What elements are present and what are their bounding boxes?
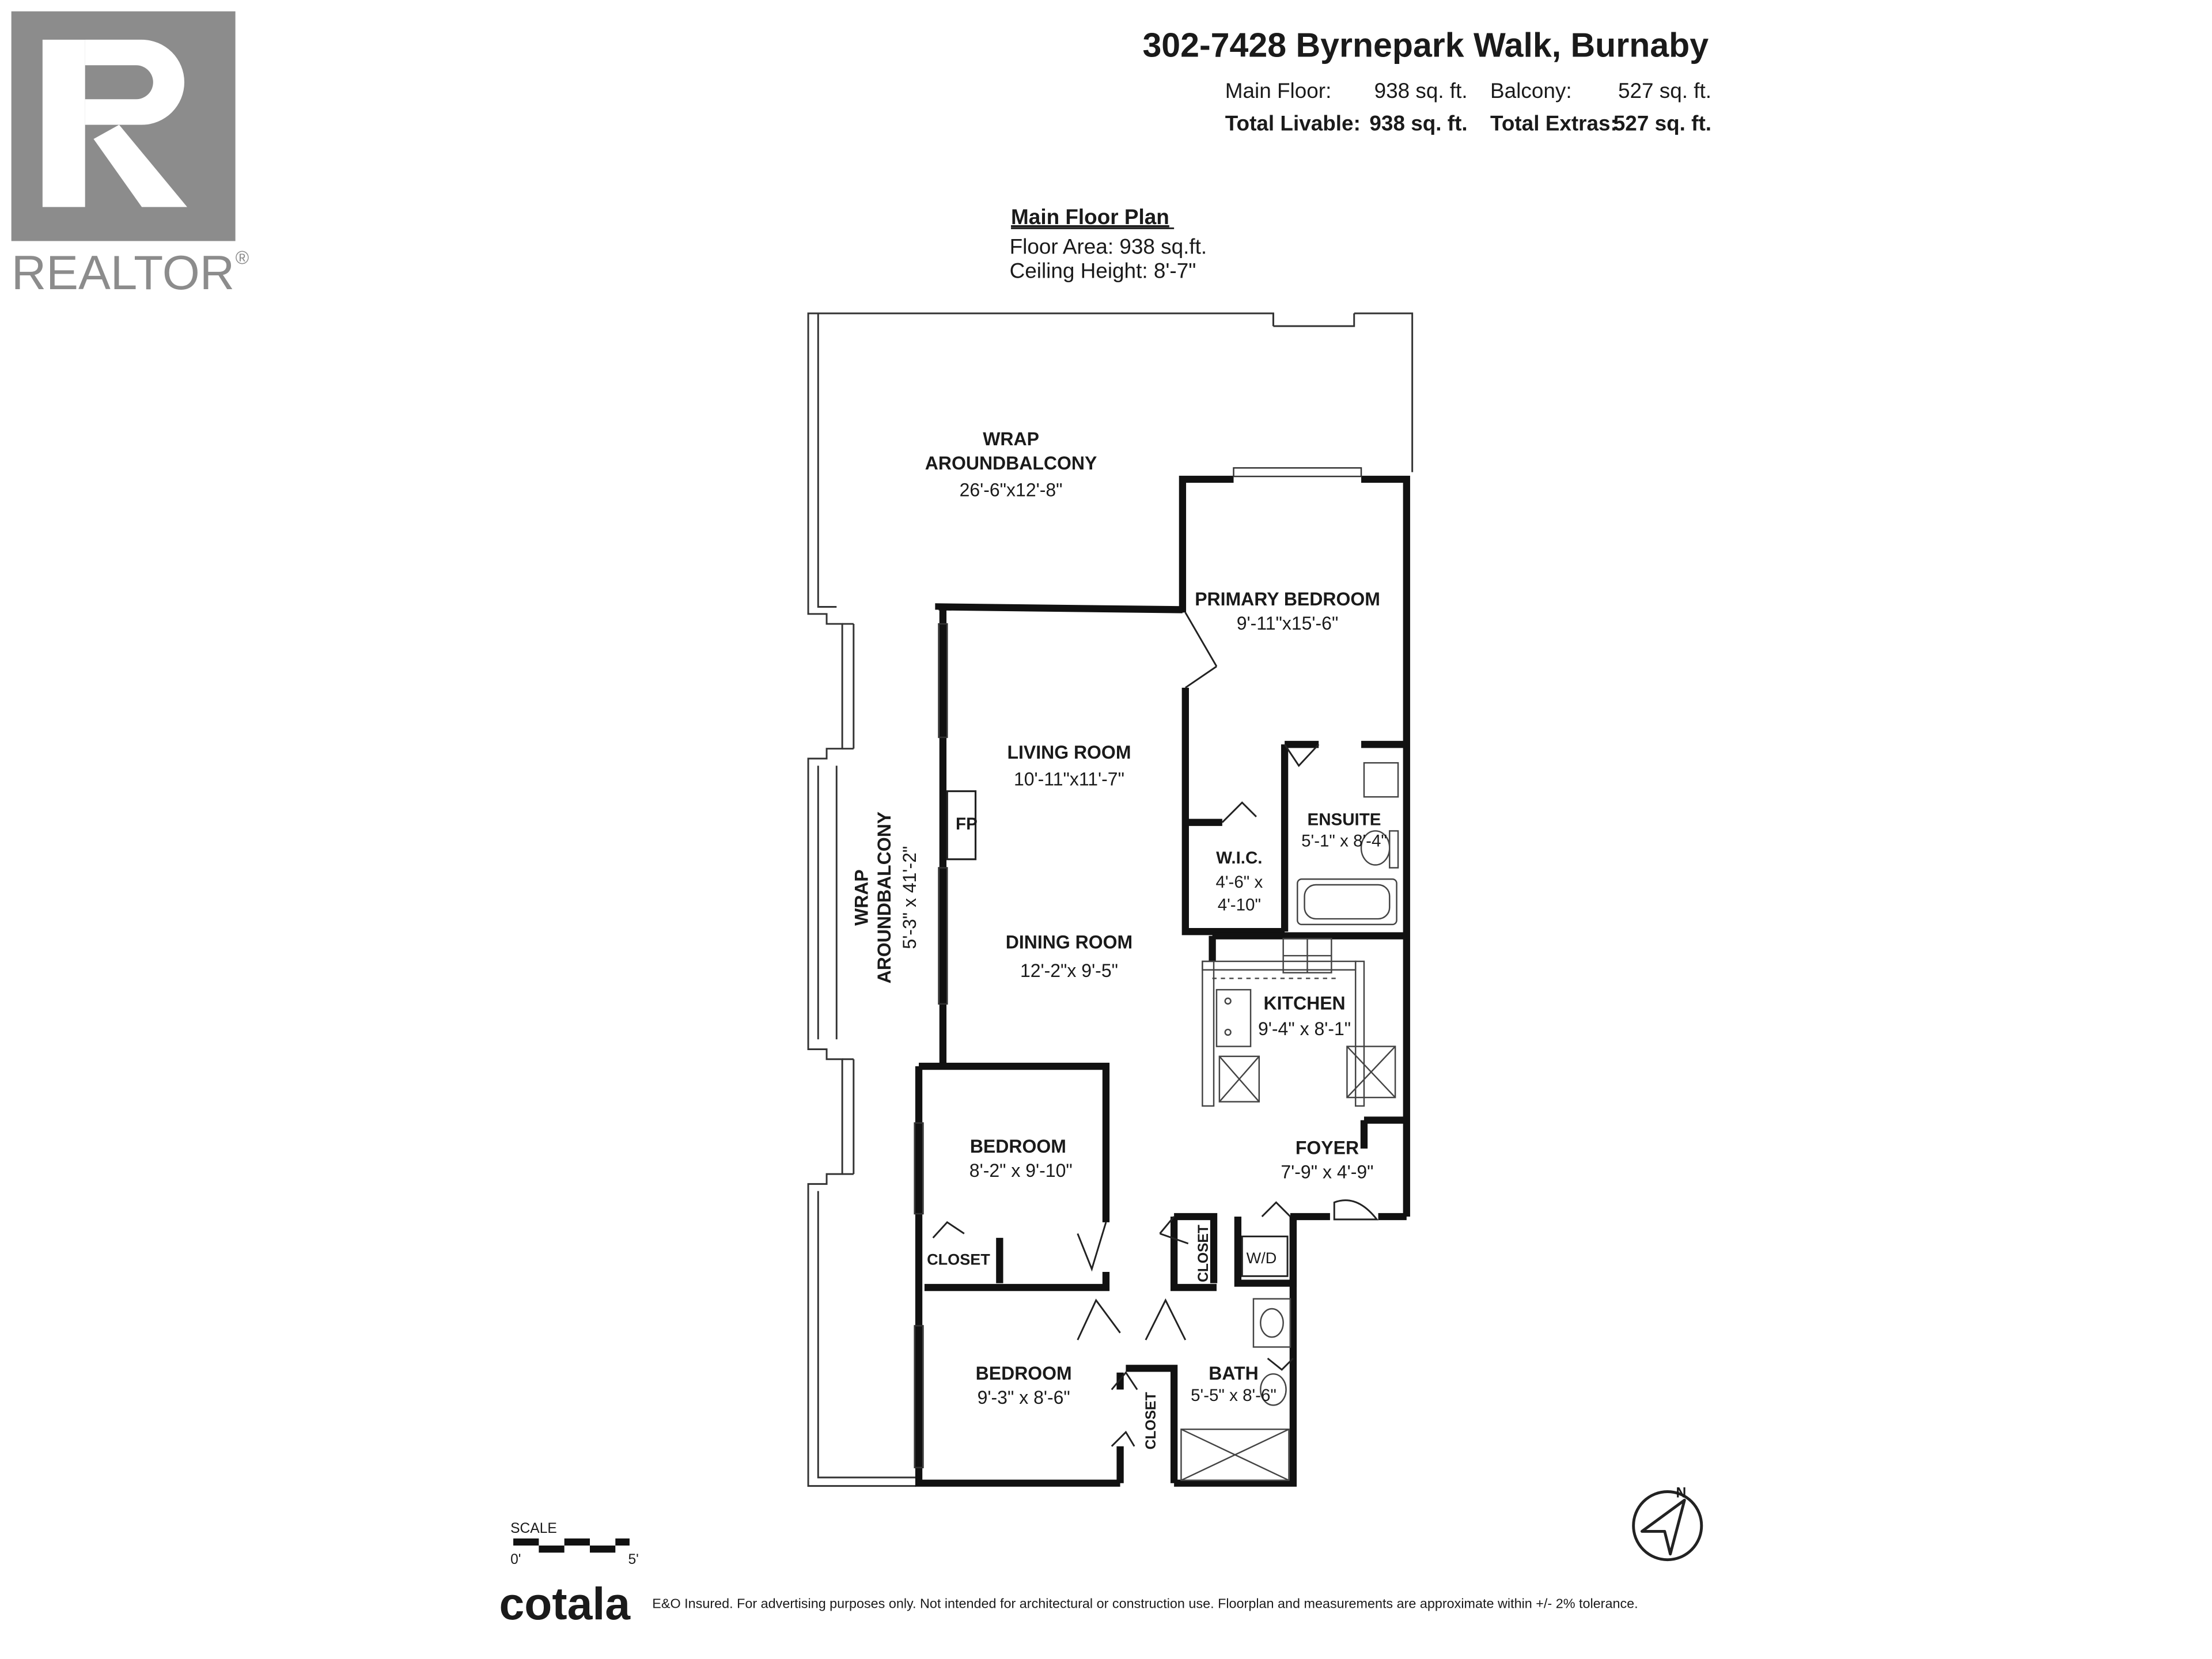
wic-dims-1: 4'-6" x [1215,873,1263,892]
dining-room-dims: 12'-2"x 9'-5" [1020,960,1118,981]
room-labels: WRAP AROUNDBALCONY 26'-6"x12'-8" WRAP AR… [851,429,1387,1449]
balcony-top-name-1: WRAP [983,429,1039,449]
fireplace-label: FP [956,815,978,834]
windows [914,467,1362,1468]
ceiling-height: Ceiling Height: 8'-7" [1010,259,1196,282]
balcony-value: 527 sq. ft. [1618,79,1711,103]
primary-bedroom-name: PRIMARY BEDROOM [1195,589,1380,609]
closet-3-name: CLOSET [1143,1392,1159,1450]
total-extras-label: Total Extras: [1490,111,1618,135]
compass: N [1632,1485,1703,1562]
kitchen-dims: 9'-4" x 8'-1" [1258,1018,1351,1039]
bedroom-2-name: BEDROOM [976,1363,1072,1384]
balcony-top-name-2: AROUNDBALCONY [925,453,1097,474]
realtor-reg-mark: ® [236,247,249,268]
balcony-side-name-2: AROUNDBALCONY [874,812,895,984]
foyer-dims: 7'-9" x 4'-9" [1281,1162,1373,1183]
kitchen-name: KITCHEN [1264,993,1346,1014]
floor-area: Floor Area: 938 sq.ft. [1010,235,1207,259]
scale-label: SCALE [510,1521,557,1536]
closet-1-name: CLOSET [927,1251,990,1268]
scale-min: 0' [510,1552,521,1567]
plan-title: Main Floor Plan [1011,205,1169,229]
footer: cotala E&O Insured. For advertising purp… [499,1578,1638,1629]
realtor-logo-text: REALTOR [12,245,235,300]
living-room-dims: 10'-11"x11'-7" [1014,769,1124,790]
disclaimer: E&O Insured. For advertising purposes on… [652,1596,1638,1611]
bath-name: BATH [1209,1363,1258,1384]
wd-label: W/D [1247,1249,1277,1267]
bedroom-2-dims: 9'-3" x 8'-6" [978,1387,1070,1408]
closet-2-name: CLOSET [1196,1225,1211,1282]
ensuite-name: ENSUITE [1308,810,1381,830]
total-extras-value: 527 sq. ft. [1613,111,1711,135]
washer-dryer: W/D [1241,1235,1289,1277]
fireplace: FP [946,790,978,861]
primary-bedroom-dims: 9'-11"x15'-6" [1237,613,1339,634]
bedroom-1-name: BEDROOM [970,1136,1066,1157]
main-floor-value: 938 sq. ft. [1374,79,1468,103]
balcony-side-dims: 5'-3" x 41'-2" [899,846,920,949]
balcony-outline [807,312,1414,1487]
realtor-logo: REALTOR ® [11,11,249,300]
balcony-label: Balcony: [1490,79,1572,103]
foyer-name: FOYER [1296,1138,1359,1158]
total-livable-value: 938 sq. ft. [1369,111,1467,135]
wic-dims-2: 4'-10" [1218,895,1261,914]
total-livable-label: Total Livable: [1225,111,1361,135]
bedroom-1-dims: 8'-2" x 9'-10" [969,1160,1073,1181]
balcony-top-dims: 26'-6"x12'-8" [960,480,1063,501]
bath-dims: 5'-5" x 8'-6" [1191,1386,1277,1405]
main-floor-label: Main Floor: [1225,79,1332,103]
kitchen-fixtures [1202,938,1396,1107]
scale-bar: SCALE 0' 5' [510,1521,639,1567]
cotala-logo: cotala [499,1578,631,1629]
doors [932,612,1379,1447]
wic-name: W.I.C. [1216,849,1262,868]
ensuite-dims: 5'-1" x 8'-4" [1301,832,1387,851]
walls [915,475,1410,1487]
living-room-name: LIVING ROOM [1007,742,1131,763]
scale-max: 5' [628,1552,638,1567]
dining-room-name: DINING ROOM [1006,932,1132,953]
plan-info: Main Floor Plan Floor Area: 938 sq.ft. C… [1010,205,1207,283]
compass-north-label: N [1676,1485,1686,1501]
bathroom-fixtures [1180,762,1399,1482]
address-title: 302-7428 Byrnepark Walk, Burnaby [1142,26,1709,64]
balcony-side-name-1: WRAP [851,869,872,926]
header: 302-7428 Byrnepark Walk, Burnaby Main Fl… [1142,26,1711,135]
